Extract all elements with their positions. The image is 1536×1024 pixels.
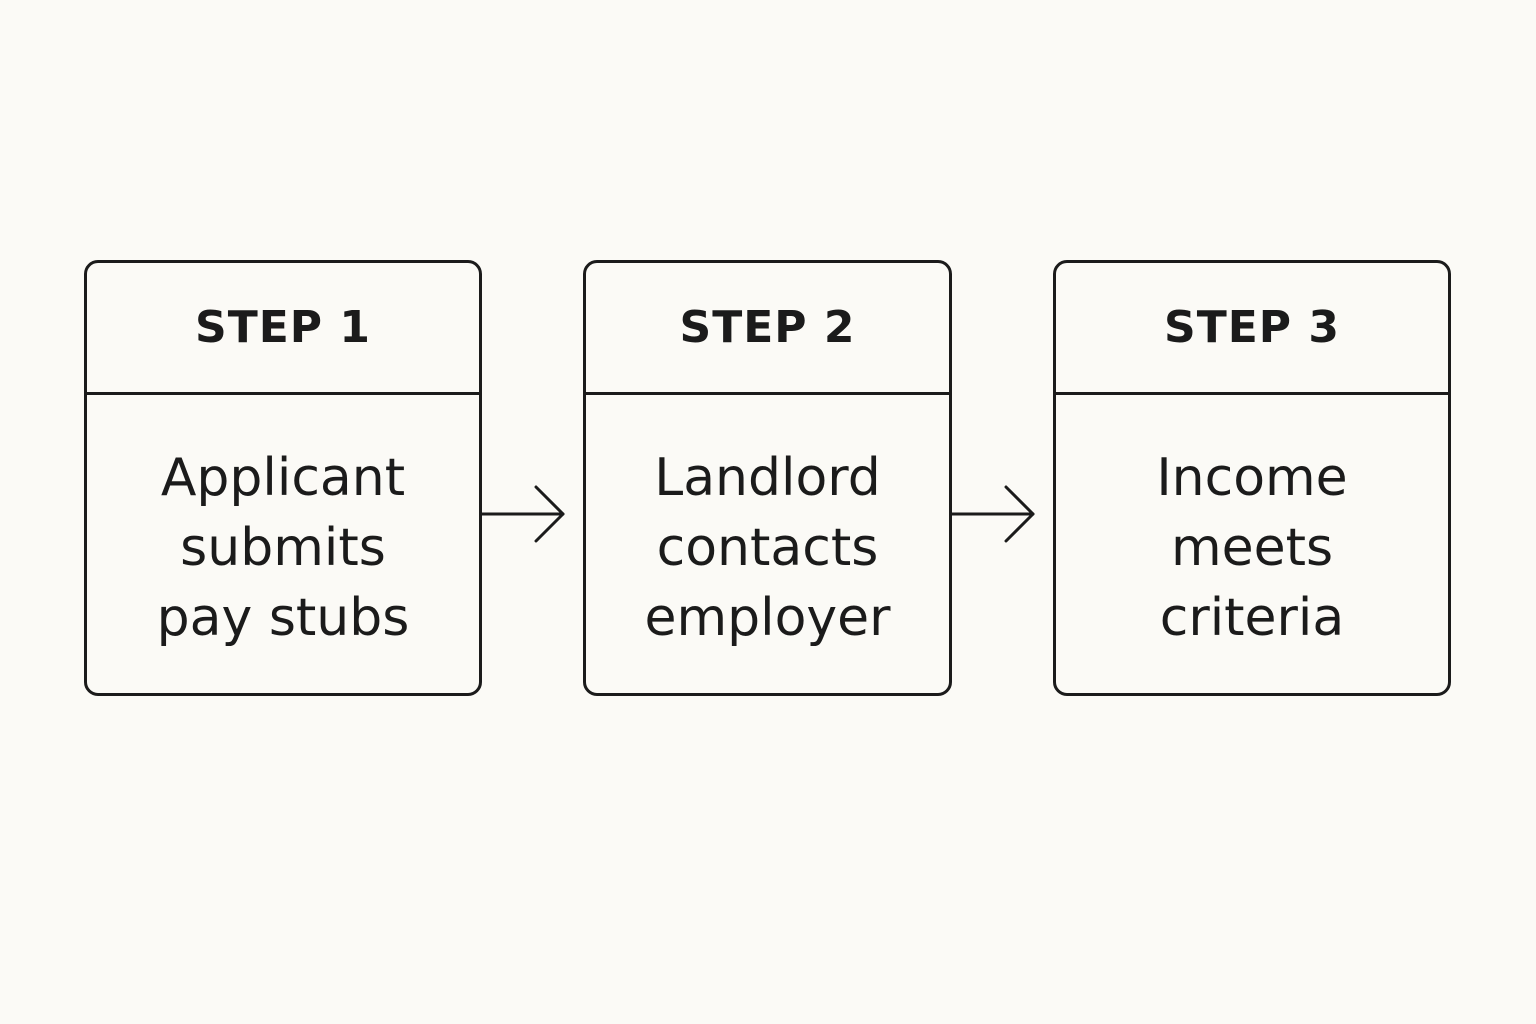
step-2-line-2: contacts xyxy=(656,518,879,578)
step-1-body: Applicant submits pay stubs xyxy=(87,395,479,696)
step-1-line-1: Applicant xyxy=(160,448,406,508)
step-3-line-2: meets xyxy=(1170,518,1334,578)
step-1-line-2: submits xyxy=(180,518,386,578)
step-3-line-1: Income xyxy=(1156,448,1348,508)
step-3-body: Income meets criteria xyxy=(1056,395,1448,696)
step-3-text: Income meets criteria xyxy=(1156,443,1347,653)
arrow-right-icon xyxy=(950,485,1035,543)
step-2-line-3: employer xyxy=(644,588,891,648)
step-3-line-3: criteria xyxy=(1159,588,1345,648)
step-1-header: STEP 1 xyxy=(87,263,479,395)
arrow-right-icon xyxy=(480,485,565,543)
step-2-line-1: Landlord xyxy=(654,448,881,508)
step-1-box: STEP 1 Applicant submits pay stubs xyxy=(84,260,482,696)
step-2-header: STEP 2 xyxy=(586,263,949,395)
step-3-header: STEP 3 xyxy=(1056,263,1448,395)
step-2-text: Landlord contacts employer xyxy=(644,443,890,653)
step-2-box: STEP 2 Landlord contacts employer xyxy=(583,260,952,696)
step-3-box: STEP 3 Income meets criteria xyxy=(1053,260,1451,696)
step-1-line-3: pay stubs xyxy=(156,588,410,648)
step-1-text: Applicant submits pay stubs xyxy=(157,443,410,653)
step-2-body: Landlord contacts employer xyxy=(586,395,949,696)
